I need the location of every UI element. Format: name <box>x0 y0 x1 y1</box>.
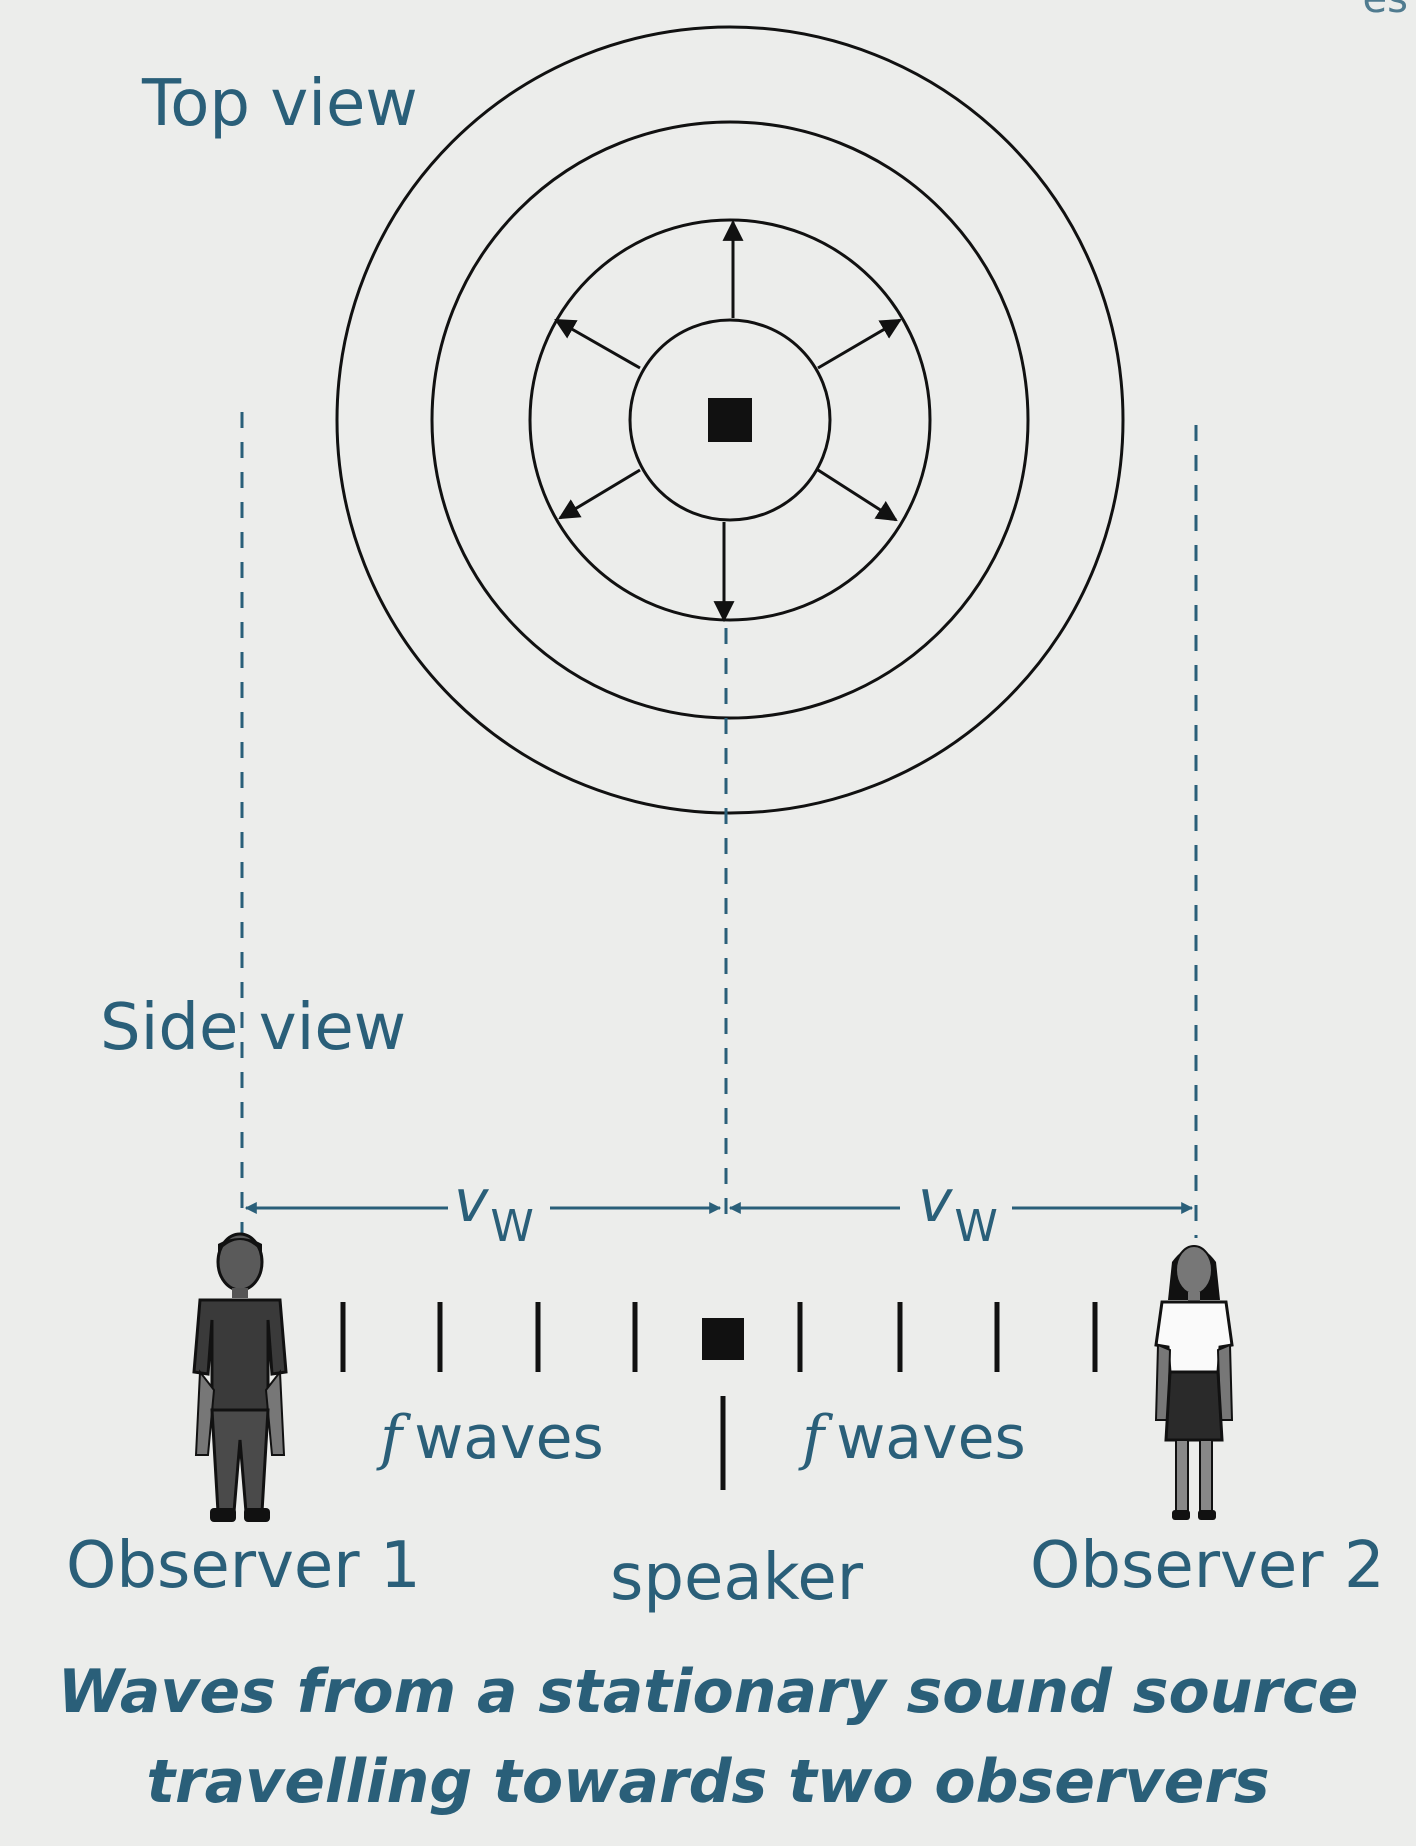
vw-label-right: vW <box>918 1167 998 1252</box>
side-view-wavefronts <box>340 1302 1098 1372</box>
observer1-label: Observer 1 <box>66 1529 421 1603</box>
arrow-upper-right <box>817 318 902 370</box>
arrow-lower-right <box>817 468 898 522</box>
caption-line-2: travelling towards two observers <box>146 1747 1270 1817</box>
woman-figure-icon <box>1154 1245 1234 1520</box>
caption-line-1: Waves from a stationary sound source <box>57 1657 1359 1727</box>
speaker-label: speaker <box>610 1541 864 1615</box>
top-view-speaker-icon <box>708 398 752 442</box>
top-view-label: Top view <box>142 67 418 141</box>
observer2-label: Observer 2 <box>1030 1529 1385 1603</box>
wavefront-4 <box>335 25 1125 815</box>
vw-label-left: vW <box>454 1167 534 1252</box>
corner-text-fragment: es <box>1363 0 1408 22</box>
dashed-guides <box>240 412 1198 1238</box>
wavefront-3 <box>430 120 1030 720</box>
man-figure-icon <box>192 1232 288 1522</box>
side-view-label: Side view <box>100 991 407 1065</box>
wavefront-1 <box>628 318 832 522</box>
arrow-lower-left <box>558 468 641 520</box>
radial-arrows <box>554 219 902 623</box>
arrow-upper-left <box>554 318 641 370</box>
side-view-speaker-icon <box>702 1318 744 1360</box>
